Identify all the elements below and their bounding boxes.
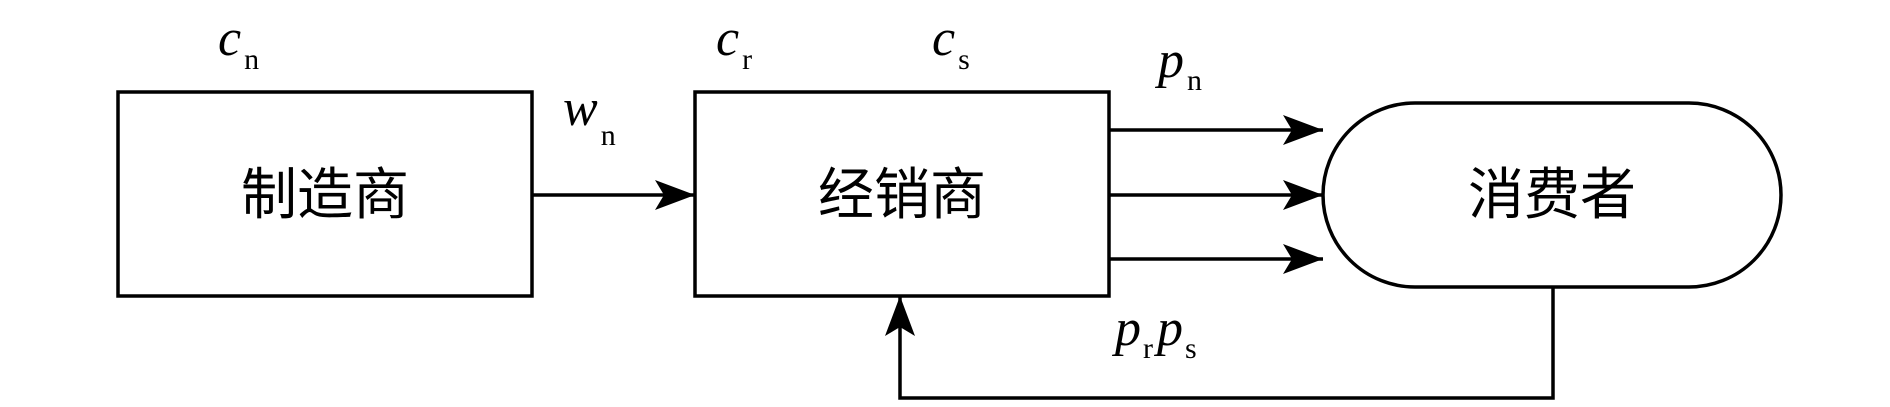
retailer-label: 经销商 <box>818 163 986 228</box>
manufacturer-label: 制造商 <box>241 163 409 228</box>
label-pr-ps: prps <box>1111 300 1197 365</box>
consumer-label: 消费者 <box>1468 163 1636 228</box>
feedback-path <box>885 287 1555 400</box>
